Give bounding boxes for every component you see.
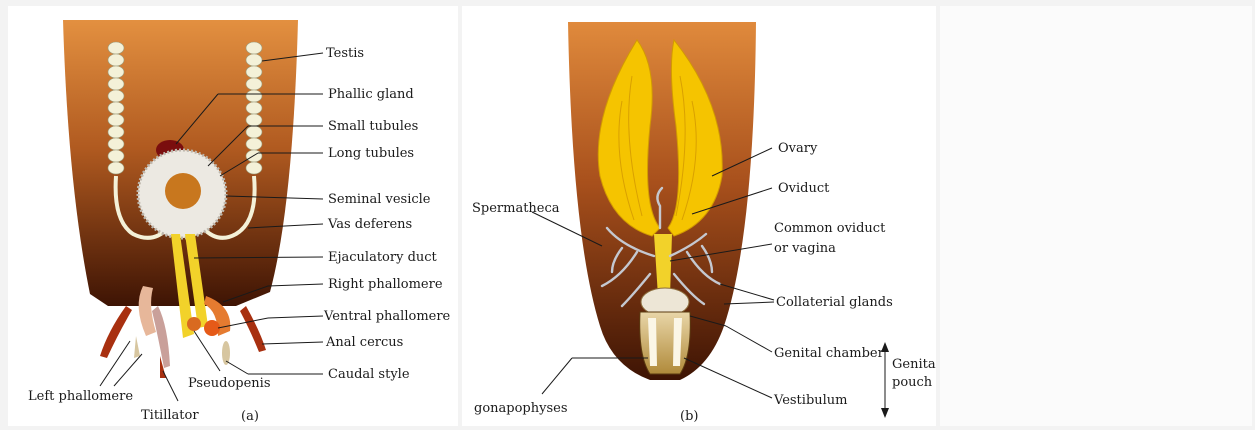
label-genital-pouch-2: pouch	[892, 375, 933, 390]
label-collaterial-glands: Collaterial glands	[776, 295, 893, 310]
label-gonapophyses: gonapophyses	[474, 401, 568, 416]
pseudopenis-shape	[187, 317, 201, 331]
label-testis: Testis	[326, 46, 364, 61]
label-or-vagina: or vagina	[774, 241, 836, 256]
caption-a: (a)	[241, 409, 259, 424]
label-genital-pouch-1: Genital	[892, 357, 936, 372]
label-oviduct: Oviduct	[778, 181, 830, 196]
anal-cercus-right	[240, 306, 266, 352]
label-vas-deferens: Vas deferens	[327, 217, 412, 232]
label-anal-cercus: Anal cercus	[325, 335, 403, 350]
female-diagram-svg: Ovary Oviduct Common oviduct or vagina S…	[462, 6, 936, 426]
caudal-style-left	[134, 336, 140, 358]
label-pseudopenis: Pseudopenis	[188, 376, 271, 391]
label-seminal-vesicle: Seminal vesicle	[328, 192, 431, 207]
seminal-vesicle-core	[165, 173, 201, 209]
testis-right	[246, 42, 262, 174]
ventral-phallomere-shape	[204, 320, 220, 336]
vestibulum	[640, 312, 691, 374]
caption-b: (b)	[680, 409, 698, 424]
label-right-phallomere: Right phallomere	[328, 277, 443, 292]
label-ventral-phallomere: Ventral phallomere	[323, 309, 451, 324]
empty-area	[940, 6, 1252, 426]
male-diagram-svg: Testis Phallic gland Small tubules Long …	[8, 6, 458, 426]
label-spermatheca: Spermatheca	[472, 201, 560, 216]
label-left-phallomere: Left phallomere	[28, 389, 133, 404]
male-reproductive-diagram: Testis Phallic gland Small tubules Long …	[8, 6, 458, 426]
label-vestibulum: Vestibulum	[773, 393, 848, 408]
label-ejaculatory-duct: Ejaculatory duct	[328, 250, 438, 265]
label-small-tubules: Small tubules	[328, 119, 418, 134]
testis-left	[108, 42, 124, 174]
label-genital-chamber: Genital chamber	[774, 346, 885, 361]
anal-cercus-left	[100, 306, 132, 358]
label-caudal-style: Caudal style	[328, 367, 410, 382]
titillator-shape	[152, 306, 170, 368]
genital-pouch-arrow-bottom	[881, 408, 889, 418]
label-titillator: Titillator	[141, 408, 199, 423]
label-common-oviduct: Common oviduct	[774, 221, 886, 236]
female-reproductive-diagram: Ovary Oviduct Common oviduct or vagina S…	[462, 6, 936, 426]
label-ovary: Ovary	[778, 141, 818, 156]
label-long-tubules: Long tubules	[328, 146, 414, 161]
label-phallic-gland: Phallic gland	[328, 87, 414, 102]
